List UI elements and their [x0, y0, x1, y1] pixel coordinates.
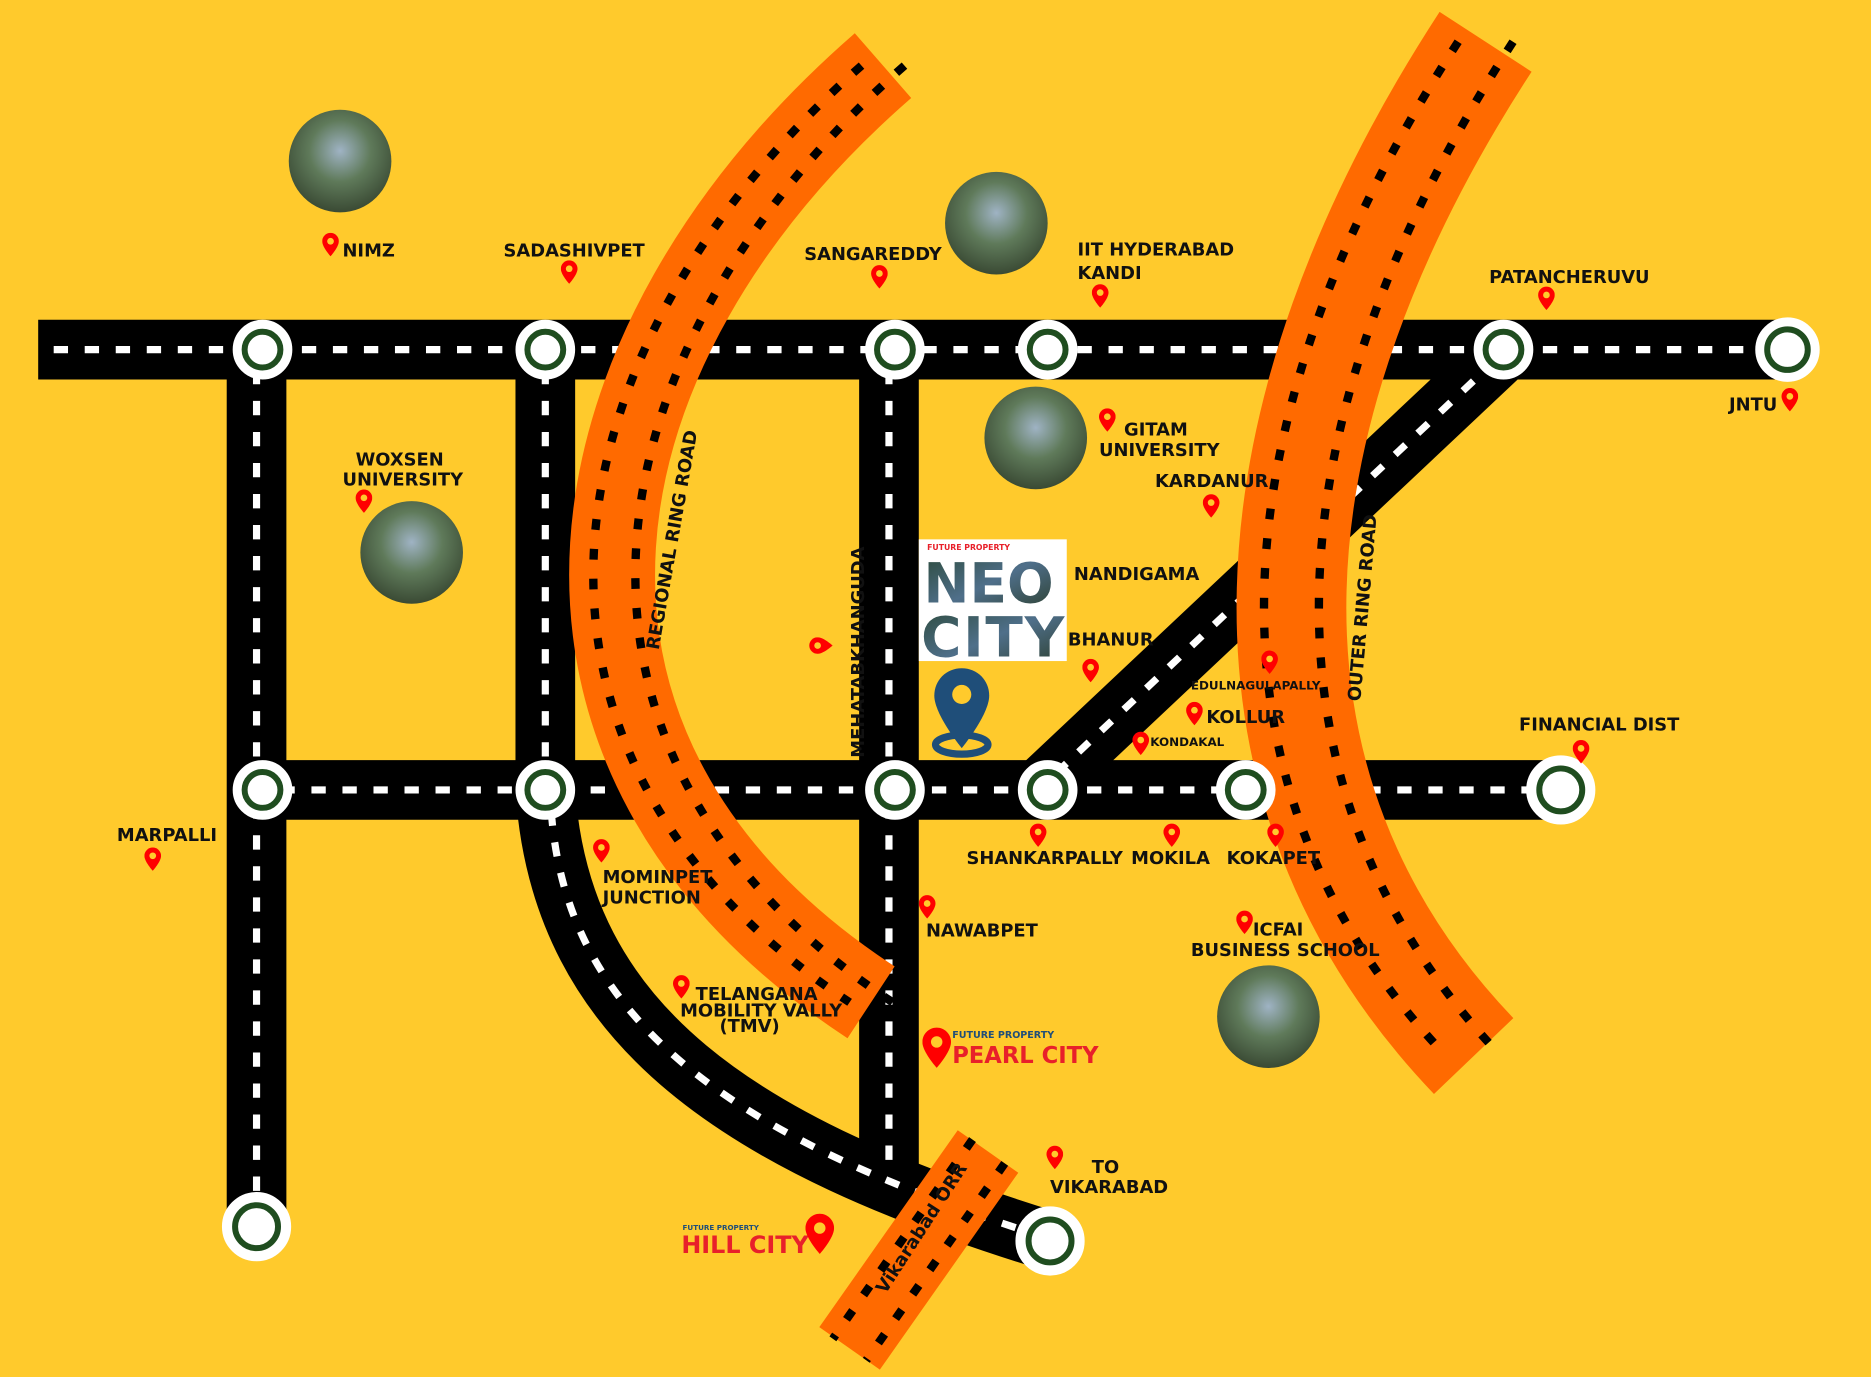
woxsen-photo: [360, 501, 463, 604]
label-iit-hyderabad: IIT HYDERABAD: [1077, 239, 1234, 260]
label-kondakal: KONDAKAL: [1150, 735, 1224, 749]
iit-hyderabad-photo: [945, 171, 1048, 275]
pin-icon: [322, 232, 339, 257]
junction-node: [515, 319, 576, 380]
label-nimz: NIMZ: [342, 241, 394, 262]
label-marpalli: MARPALLI: [117, 825, 217, 846]
pin-icon: [1186, 701, 1203, 726]
neo-city-tag: FUTURE PROPERTY: [927, 543, 1010, 552]
hill-city-tag: FUTURE PROPERTY: [683, 1223, 760, 1232]
gitam-photo: [984, 386, 1088, 490]
label-gitam: GITAM: [1124, 420, 1188, 441]
pin-icon: [593, 839, 610, 863]
pin-icon: [1082, 658, 1099, 683]
label-tmv: (TMV): [720, 1016, 780, 1037]
label-mominpet-junction: JUNCTION: [602, 887, 701, 908]
neo-city-logo: FUTURE PROPERTY NEO CITY: [918, 539, 1067, 669]
label-business-school: BUSINESS SCHOOL: [1191, 940, 1380, 961]
junction-node: [1526, 755, 1596, 825]
label-vikarabad: VIKARABAD: [1050, 1177, 1168, 1198]
label-gitam-university: UNIVERSITY: [1099, 440, 1221, 461]
pin-icon: [560, 260, 578, 284]
mehatabkhanguda-label: MEHATABKHANGUDA: [848, 546, 869, 757]
pin-icon: [1098, 408, 1116, 432]
pin-icon: [355, 489, 373, 513]
junction-node: [232, 319, 293, 380]
hill-city-pin-icon: [805, 1213, 835, 1254]
label-edulnagulapally: EDULNAGULAPALLY: [1191, 679, 1321, 693]
junction-node: [1015, 1206, 1085, 1276]
junction-node: [232, 760, 293, 820]
label-nawabpet: NAWABPET: [926, 921, 1039, 942]
pin-icon: [1163, 823, 1181, 847]
label-icfai: ICFAI: [1253, 920, 1303, 941]
pin-icon: [672, 975, 690, 999]
label-kardanur: KARDANUR: [1155, 471, 1269, 492]
outer-ring-road-label: OUTER RING ROAD: [1344, 513, 1381, 702]
label-sadashivpet: SADASHIVPET: [504, 241, 646, 262]
pin-icon: [1132, 731, 1150, 756]
label-kandi: KANDI: [1077, 263, 1141, 284]
pin-icon: [1236, 910, 1253, 935]
pin-icon: [1202, 494, 1220, 518]
pearl-city-pin-icon: [922, 1027, 952, 1068]
junction-node: [1017, 319, 1078, 380]
junction-node: [1755, 317, 1820, 382]
label-jntu: JNTU: [1728, 394, 1777, 415]
pin-icon: [918, 895, 936, 919]
label-woxsen: WOXSEN: [356, 449, 444, 470]
label-telangana: TELANGANA: [696, 984, 818, 1005]
neo-city-line2: CITY: [921, 605, 1065, 669]
pin-icon: [1091, 284, 1109, 308]
icfai-photo: [1217, 965, 1320, 1068]
label-mominpet: MOMINPET: [603, 867, 714, 888]
pin-icon: [809, 637, 833, 654]
label-nandigama: NANDIGAMA: [1074, 564, 1200, 585]
label-financial-dist: FINANCIAL DIST: [1519, 714, 1680, 735]
junction-node: [1473, 319, 1534, 380]
label-shankarpally: SHANKARPALLY: [967, 848, 1124, 869]
junction-node: [865, 760, 925, 820]
label-woxsen-university: UNIVERSITY: [342, 470, 464, 491]
label-bhanur: BHANUR: [1068, 630, 1154, 651]
pin-icon: [1538, 286, 1555, 311]
pearl-city-tag: FUTURE PROPERTY: [952, 1030, 1054, 1041]
label-sangareddy: SANGAREDDY: [804, 244, 943, 265]
label-mobility-vally: MOBILITY VALLY: [680, 1001, 843, 1022]
pin-icon: [1781, 388, 1799, 412]
ring-roads: [569, 11, 1532, 1370]
hill-city-name: HILL CITY: [681, 1231, 809, 1259]
junctions: [221, 317, 1820, 1276]
pin-icon: [871, 265, 888, 289]
neo-city-line1: NEO: [924, 552, 1054, 616]
pin-icon: [144, 847, 162, 871]
junction-node: [515, 760, 576, 820]
junction-node: [1215, 760, 1276, 820]
junction-node: [865, 319, 925, 380]
neo-city-pin-icon: [931, 668, 992, 758]
label-kokapet: KOKAPET: [1227, 848, 1321, 869]
nimz-photo: [288, 109, 392, 213]
junction-node: [221, 1192, 292, 1262]
label-mokila: MOKILA: [1131, 848, 1210, 869]
pin-icon: [1029, 823, 1047, 847]
junction-node: [1017, 760, 1078, 820]
pearl-city-name: PEARL CITY: [952, 1043, 1099, 1069]
pin-icon: [1046, 1145, 1064, 1170]
label-patancheruvu: PATANCHERUVU: [1489, 267, 1649, 288]
label-kollur: KOLLUR: [1206, 707, 1285, 728]
label-to: TO: [1092, 1157, 1119, 1178]
